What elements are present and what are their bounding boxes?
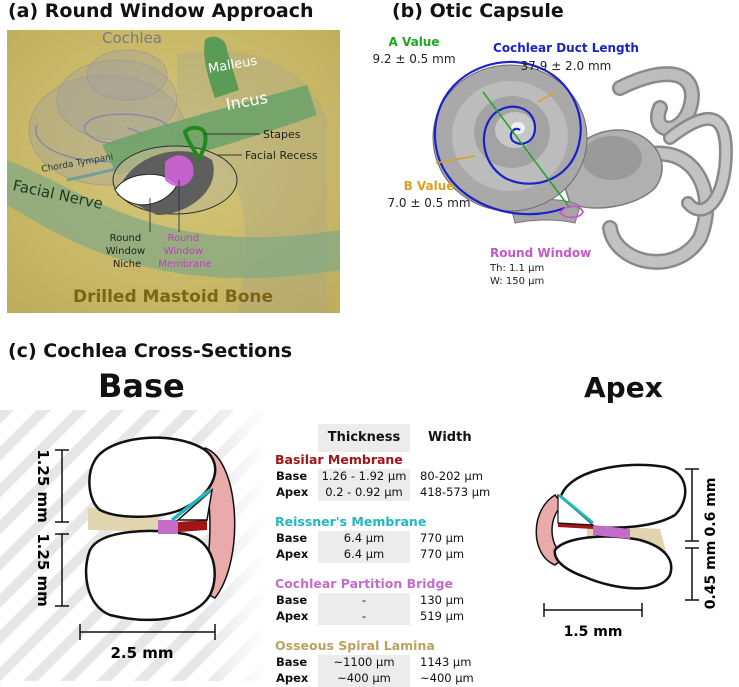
thickness-cell: 1.26 - 1.92 μm [321, 469, 407, 483]
basilar-membrane [178, 520, 207, 532]
thickness-cell: ~400 μm [337, 671, 391, 685]
panel-b-title: (b) Otic Capsule [392, 0, 564, 22]
rw-membrane-line-3: Membrane [158, 259, 212, 270]
base-cross-section: 1.25 mm 1.25 mm 2.5 mm [0, 410, 268, 681]
table-section-title: Cochlear Partition Bridge [275, 576, 453, 591]
thickness-cell: 6.4 μm [343, 531, 385, 545]
cochlea-label: Cochlea [102, 30, 162, 47]
stapes [182, 125, 208, 162]
cochlear-duct-length-label: Cochlear Duct Length [493, 41, 639, 55]
thickness-cell: 0.2 - 0.92 μm [325, 485, 403, 499]
width-cell: 80-202 μm [420, 469, 483, 483]
round-window-label: Round Window [490, 246, 591, 260]
thickness-cell: - [361, 593, 367, 607]
round-window-membrane [165, 155, 194, 187]
panel-c-title: (c) Cochlea Cross-Sections [8, 340, 293, 362]
b-value-line [435, 155, 476, 164]
rw-niche-label: Round Window Niche [106, 233, 149, 270]
label-leader-lines [149, 133, 260, 232]
apex-section-title: Apex [584, 371, 663, 404]
facial-recess-label: Facial Recess [245, 149, 318, 162]
width-cell: 1143 μm [420, 655, 472, 669]
a-value-label: A Value [389, 35, 440, 49]
a-value-number: 9.2 ± 0.5 mm [372, 52, 455, 66]
apex-cross-section: 0.6 mm 0.45 mm 1.5 mm [535, 463, 719, 640]
apex-spiral-ligament [535, 494, 567, 566]
b-value-line-end [537, 91, 556, 103]
facial-nerve [7, 160, 340, 279]
apex-upper-height-label: 0.6 mm [703, 478, 719, 537]
rw-niche-line-3: Niche [113, 259, 141, 270]
base-width-label: 2.5 mm [110, 644, 173, 662]
base-lower-height-label: 1.25 mm [34, 533, 52, 607]
table-row-label: Apex [276, 671, 309, 685]
malleus [204, 36, 239, 98]
table-row-label: Base [276, 531, 308, 545]
thickness-column-header: Thickness [327, 430, 401, 445]
round-window-width: W: 150 μm [490, 276, 544, 287]
rw-membrane-line-1: Round [168, 233, 200, 244]
width-cell: 770 μm [420, 547, 465, 561]
cochlear-partition-bridge [158, 520, 178, 534]
apex-lower-height-label: 0.45 mm [703, 541, 719, 610]
rw-niche-line-1: Round [110, 233, 142, 244]
cochlear-duct-length-number: 37.9 ± 2.0 mm [521, 59, 612, 73]
scala-tympani [84, 529, 216, 621]
round-window-thickness: Th: 1.1 μm [489, 263, 544, 274]
apex-dimension-lines [543, 468, 699, 617]
table-section-title: Reissner's Membrane [275, 514, 427, 529]
rw-membrane-line-2: Window [164, 246, 203, 257]
round-window-marker [558, 205, 584, 219]
table-row-label: Base [276, 469, 308, 483]
a-value-line [482, 91, 571, 209]
b-value-label: B Value [404, 179, 455, 193]
thickness-cell-shade [318, 593, 410, 625]
apex-reissners-membrane [558, 493, 594, 525]
width-cell: 130 μm [420, 593, 465, 607]
table-row-label: Apex [276, 547, 309, 561]
thickness-header-shade [318, 424, 410, 452]
panel-a-title: (a) Round Window Approach [8, 0, 314, 22]
table-row-label: Apex [276, 485, 309, 499]
reissners-membrane [170, 488, 212, 522]
base-section-title: Base [98, 367, 185, 405]
width-column-header: Width [428, 430, 472, 445]
width-cell: 519 μm [420, 609, 465, 623]
thickness-cell-shade [318, 531, 410, 563]
table-section-title: Basilar Membrane [275, 452, 403, 467]
b-value-number: 7.0 ± 0.5 mm [387, 196, 470, 210]
thickness-cell: 6.4 μm [343, 547, 385, 561]
round-window-approach-illustration: Cochlea Malleus Incus Stapes Facial Rece… [7, 30, 340, 313]
mastoid-bone-label: Drilled Mastoid Bone [73, 287, 273, 307]
thickness-cell: ~1100 μm [333, 655, 395, 669]
apex-scala-tympani [553, 535, 673, 590]
thickness-cell-shade [318, 469, 410, 501]
rw-niche-line-2: Window [106, 246, 145, 257]
otic-capsule-illustration: A Value 9.2 ± 0.5 mm Cochlear Duct Lengt… [372, 35, 733, 287]
stapes-label: Stapes [263, 128, 301, 141]
thickness-cell: - [361, 609, 367, 623]
rw-membrane-label: Round Window Membrane [158, 233, 212, 270]
base-dimension-lines [55, 449, 216, 640]
table-row-label: Base [276, 593, 308, 607]
table-section-title: Osseous Spiral Lamina [275, 638, 435, 653]
cochlear-duct-length-spiral [433, 60, 582, 216]
width-cell: 770 μm [420, 531, 465, 545]
apex-cochlear-partition-bridge [593, 525, 630, 539]
apex-width-label: 1.5 mm [564, 624, 623, 640]
vestibule-and-canals [509, 66, 733, 270]
table-row-label: Apex [276, 609, 309, 623]
base-upper-height-label: 1.25 mm [34, 449, 52, 523]
width-cell: ~400 μm [420, 671, 474, 685]
scala-media [176, 488, 214, 521]
width-cell: 418-573 μm [420, 485, 491, 499]
table-row-label: Base [276, 655, 308, 669]
